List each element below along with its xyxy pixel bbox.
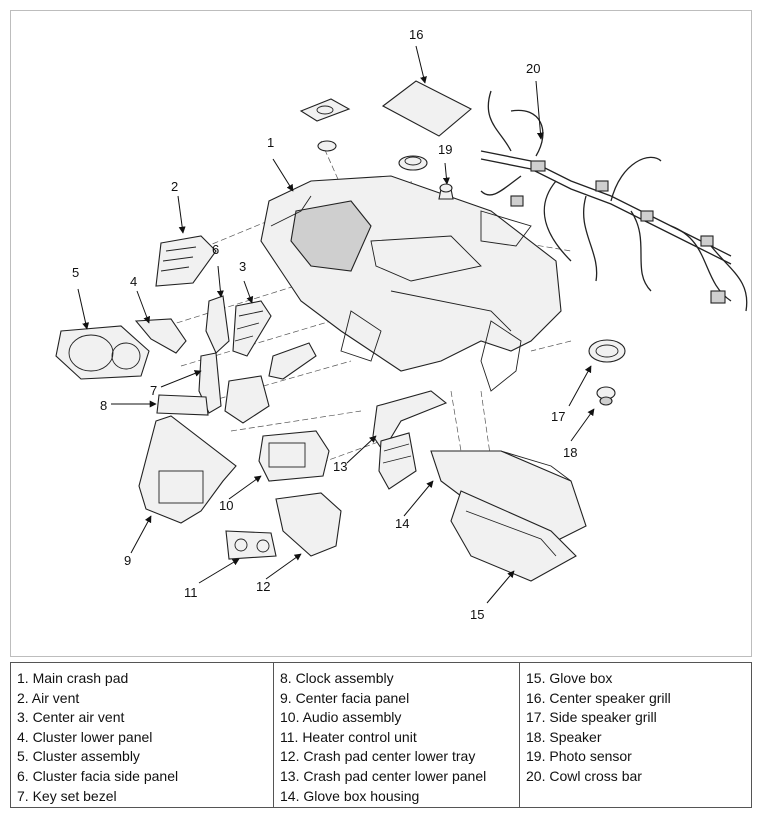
callout-4: 4	[130, 274, 137, 289]
crash-pad-center-lower-tray-drawing	[275, 492, 342, 557]
air-vent-drawing	[155, 235, 217, 287]
glove-box-housing-drawing	[430, 450, 587, 542]
legend-item: 11. Heater control unit	[280, 728, 417, 745]
legend-item: 20. Cowl cross bar	[526, 767, 642, 784]
leader-lines	[77, 45, 595, 604]
legend-item: 2. Air vent	[17, 689, 80, 706]
cowl-cross-bar-drawing	[480, 90, 748, 312]
legend-item: 7. Key set bezel	[17, 787, 117, 804]
callout-17: 17	[551, 409, 565, 424]
callout-11: 11	[184, 585, 198, 600]
callout-3: 3	[239, 259, 246, 274]
clock-assembly-drawing	[156, 394, 209, 416]
legend-column-1: 1. Main crash pad 2. Air vent 3. Center …	[11, 663, 273, 807]
legend-item: 19. Photo sensor	[526, 748, 632, 765]
legend-item: 9. Center facia panel	[280, 689, 410, 706]
legend-item: 18. Speaker	[526, 728, 602, 745]
callout-15: 15	[470, 607, 484, 622]
legend-item: 14. Glove box housing	[280, 787, 420, 804]
callout-7: 7	[150, 383, 157, 398]
heater-control-unit-drawing	[225, 530, 277, 560]
center-speaker-grill-drawing	[381, 80, 472, 171]
audio-assembly-drawing	[258, 430, 330, 482]
callout-9: 9	[124, 553, 131, 568]
side-speaker-grill-drawing	[588, 339, 626, 363]
legend-item: 4. Cluster lower panel	[17, 728, 153, 745]
legend-item: 3. Center air vent	[17, 709, 125, 726]
glove-box-drawing	[450, 490, 577, 582]
callout-19: 19	[438, 142, 452, 157]
main-crash-pad-drawing	[260, 175, 562, 392]
parts-legend-table: 1. Main crash pad 2. Air vent 3. Center …	[10, 662, 752, 808]
callout-14: 14	[395, 516, 409, 531]
legend-column-3: 15. Glove box 16. Center speaker grill 1…	[519, 663, 751, 807]
cluster-facia-side-panel-drawing	[205, 295, 230, 354]
legend-item: 8. Clock assembly	[280, 670, 394, 686]
legend-item: 17. Side speaker grill	[526, 709, 657, 726]
legend-item: 1. Main crash pad	[17, 670, 129, 686]
key-set-bezel-drawing	[198, 352, 270, 424]
callout-5: 5	[72, 265, 79, 280]
callout-20: 20	[526, 61, 540, 76]
callout-16: 16	[409, 27, 423, 42]
crash-pad-center-lower-panel-drawing	[372, 390, 448, 490]
tweeter-drawing	[299, 98, 351, 152]
exploded-view-diagram: 1 2 3 4 5 6 7 8 9 10 11 12 13 14 15 16 1…	[55, 27, 748, 622]
callout-10: 10	[219, 498, 233, 513]
legend-item: 12. Crash pad center lower tray	[280, 748, 476, 765]
cluster-lower-panel-drawing	[134, 318, 187, 354]
center-facia-panel-drawing	[138, 415, 237, 524]
legend-item: 6. Cluster facia side panel	[17, 767, 179, 784]
legend-item: 15. Glove box	[526, 670, 613, 686]
diagram-frame: 1 2 3 4 5 6 7 8 9 10 11 12 13 14 15 16 1…	[10, 10, 752, 657]
callout-2: 2	[171, 179, 178, 194]
photo-sensor-drawing	[438, 183, 454, 200]
speaker-drawing	[596, 386, 616, 406]
legend-item: 10. Audio assembly	[280, 709, 402, 726]
legend-item: 16. Center speaker grill	[526, 689, 671, 706]
callout-18: 18	[563, 445, 577, 460]
cluster-assembly-drawing	[55, 325, 150, 380]
callout-1: 1	[267, 135, 274, 150]
callout-13: 13	[333, 459, 347, 474]
callout-12: 12	[256, 579, 270, 594]
callout-6: 6	[212, 242, 219, 257]
legend-column-2: 8. Clock assembly 9. Center facia panel …	[273, 663, 519, 807]
callout-8: 8	[100, 398, 107, 413]
legend-item: 13. Crash pad center lower panel	[280, 767, 487, 784]
center-air-vent-drawing	[232, 300, 317, 380]
legend-item: 5. Cluster assembly	[17, 748, 140, 765]
callout-labels: 1 2 3 4 5 6 7 8 9 10 11 12 13 14 15 16 1…	[72, 27, 577, 622]
